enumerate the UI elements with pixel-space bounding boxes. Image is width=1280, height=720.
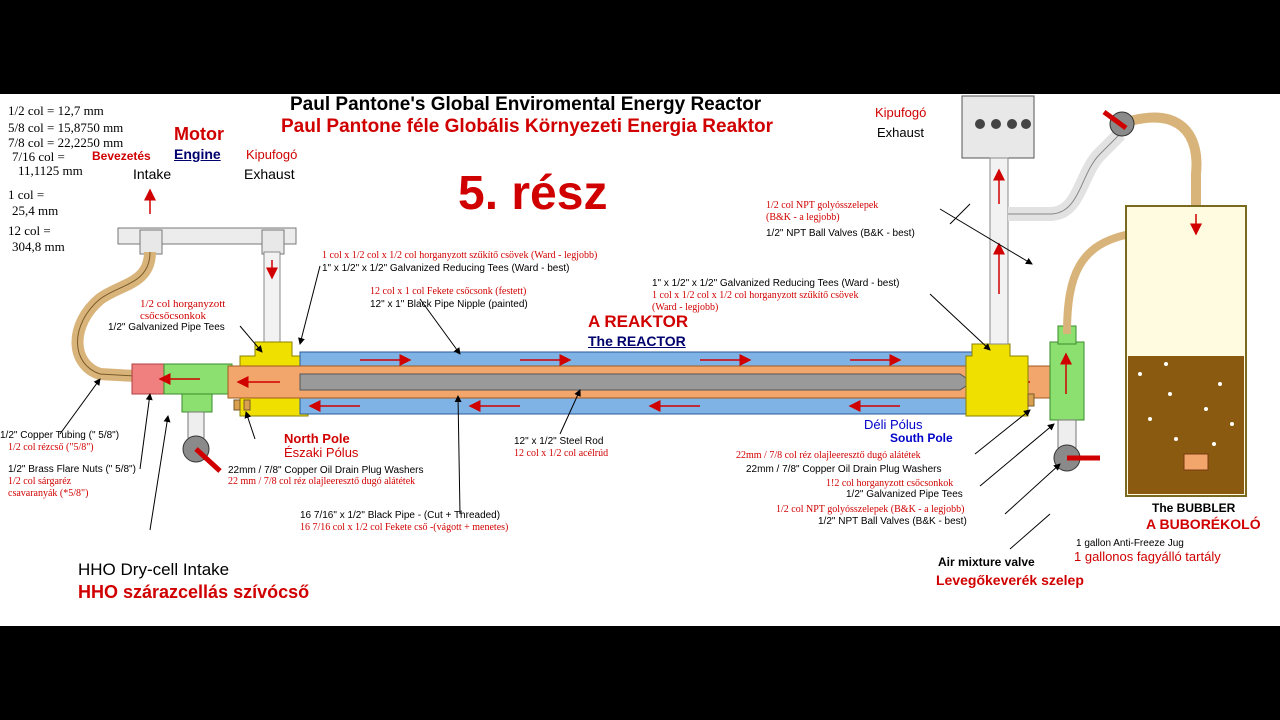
conversion-3: 7/8 col = 22,2250 mm xyxy=(8,135,124,150)
bevezetes-label: Bevezetés xyxy=(92,149,151,163)
pipe-tees-right-hu: 1!2 col horganyzott csőcsonkok xyxy=(826,478,954,489)
pipe-tees-left-hu-1: 1/2 col horganyzott xyxy=(140,298,226,310)
reactor-en: The REACTOR xyxy=(588,333,686,349)
conversion-7: 25,4 mm xyxy=(12,203,59,218)
nipple-en: 12" x 1" Black Pipe Nipple (painted) xyxy=(370,299,528,310)
exhaust-box-kipufogo: Kipufogó xyxy=(875,105,927,120)
washers-right-en: 22mm / 7/8" Copper Oil Drain Plug Washer… xyxy=(746,464,942,475)
black-pipe-en: 16 7/16" x 1/2" Black Pipe - (Cut + Thre… xyxy=(300,510,501,521)
bubbler-en: The BUBBLER xyxy=(1152,501,1236,515)
intake-port xyxy=(139,229,163,255)
hho-hu: HHO szárazcellás szívócső xyxy=(78,582,310,602)
hho-en: HHO Dry-cell Intake xyxy=(78,560,230,579)
conversion-8: 12 col = xyxy=(8,223,51,238)
copper-tubing-en: 1/2" Copper Tubing (" 5/8") xyxy=(0,430,120,441)
nipple-hu: 12 col x 1 col Fekete csőcsonk (festett) xyxy=(370,286,527,297)
part-label: 5. rész xyxy=(458,167,608,220)
reducing-tee-right xyxy=(965,343,1029,417)
bubbler-liquid xyxy=(1128,356,1244,494)
reactor-hu: A REAKTOR xyxy=(588,312,689,331)
washer-right xyxy=(1027,393,1035,407)
air-valve-en: Air mixture valve xyxy=(938,555,1035,569)
flare-nuts-en: 1/2" Brass Flare Nuts (" 5/8") xyxy=(8,464,136,475)
flare-nut-left xyxy=(131,363,165,395)
reducing-tees-left-hu: 1 col x 1/2 col x 1/2 col horganyzott sz… xyxy=(322,250,598,261)
conversion-4: 7/16 col = xyxy=(12,149,65,164)
pipe-tee-left-branch xyxy=(181,393,213,413)
reducing-tees-right-hu-1: 1 col x 1/2 col x 1/2 col horganyzott sz… xyxy=(652,290,859,301)
washer-left-1 xyxy=(243,399,251,411)
kipufogo-label: Kipufogó xyxy=(246,147,298,162)
air-valve-hu: Levegőkeverék szelep xyxy=(936,572,1084,588)
reducing-tees-right-hu-2: (Ward - legjobb) xyxy=(652,302,719,313)
conversion-9: 304,8 mm xyxy=(12,239,65,254)
bubbler-inlet-tube xyxy=(1118,112,1202,454)
title-en: Paul Pantone's Global Enviromental Energ… xyxy=(290,94,762,115)
intake-label: Intake xyxy=(133,166,172,182)
engine-label: Engine xyxy=(174,146,221,162)
washers-left-en: 22mm / 7/8" Copper Oil Drain Plug Washer… xyxy=(228,465,424,476)
diagram-canvas: Paul Pantone's Global Enviromental Energ… xyxy=(0,94,1280,626)
flare-nuts-hu-2: csavaranyák (*5/8") xyxy=(8,488,89,499)
jug-en: 1 gallon Anti-Freeze Jug xyxy=(1076,538,1184,549)
copper-tubing-hu: 1/2 col rézcső ("5/8") xyxy=(8,442,94,453)
ball-valves-bottom-en: 1/2" NPT Ball Valves (B&K - best) xyxy=(818,516,967,527)
pipe-tees-right-en: 1/2" Galvanized Pipe Tees xyxy=(846,489,963,500)
bubbler-outlet-tube xyxy=(1063,230,1131,335)
washer-left-2 xyxy=(233,399,241,411)
bubbler-diffuser xyxy=(1183,453,1209,471)
south-pole-hu: Déli Pólus xyxy=(864,417,923,432)
conversion-1: 1/2 col = 12,7 mm xyxy=(8,103,104,118)
steel-rod xyxy=(299,373,973,391)
motor-label: Motor xyxy=(174,124,224,144)
north-pole-en: North Pole xyxy=(284,431,350,446)
conversion-5: 11,1125 mm xyxy=(18,163,83,178)
reducing-tees-right-en: 1" x 1/2" x 1/2" Galvanized Reducing Tee… xyxy=(652,278,900,289)
reducing-tees-left-en: 1" x 1/2" x 1/2" Galvanized Reducing Tee… xyxy=(322,263,570,274)
reactor-diagram xyxy=(59,95,1247,550)
ball-valves-top-en: 1/2" NPT Ball Valves (B&K - best) xyxy=(766,228,915,239)
pipe-tees-left-en: 1/2" Galvanized Pipe Tees xyxy=(108,322,225,333)
conversion-2: 5/8 col = 15,8750 mm xyxy=(8,120,124,135)
pipe-tee-right xyxy=(1049,341,1085,421)
black-pipe-hu: 16 7/16 col x 1/2 col Fekete cső -(vágot… xyxy=(300,522,509,533)
conversion-6: 1 col = xyxy=(8,187,45,202)
exhaust-port xyxy=(261,229,285,255)
flare-nuts-hu-1: 1/2 col sárgaréz xyxy=(8,476,72,487)
bubbler-hu: A BUBORÉKOLÓ xyxy=(1146,516,1261,532)
steel-rod-hu: 12 col x 1/2 col acélrúd xyxy=(514,448,609,459)
title-hu: Paul Pantone féle Globális Környezeti En… xyxy=(281,116,774,137)
jug-hu: 1 gallonos fagyálló tartály xyxy=(1074,549,1221,564)
ball-valves-top-hu-2: (B&K - a legjobb) xyxy=(766,212,840,223)
north-pole-hu: Északi Pólus xyxy=(284,445,359,460)
exhaust-label: Exhaust xyxy=(244,166,295,182)
washers-right-hu: 22mm / 7/8 col réz olajleeresztő dugó al… xyxy=(736,450,921,461)
pipe-tees-left-hu-2: csőcsőcsonkok xyxy=(140,310,206,322)
exhaust-box-exhaust: Exhaust xyxy=(877,125,924,140)
washers-left-hu: 22 mm / 7/8 col réz olajleeresztő dugó a… xyxy=(228,476,416,487)
south-pole-en: South Pole xyxy=(890,431,953,445)
steel-rod-en: 12" x 1/2" Steel Rod xyxy=(514,436,604,447)
ball-valves-top-hu-1: 1/2 col NPT golyósszelepek xyxy=(766,200,879,211)
ball-valves-bottom-hu: 1/2 col NPT golyósszelepek (B&K - a legj… xyxy=(776,504,965,515)
